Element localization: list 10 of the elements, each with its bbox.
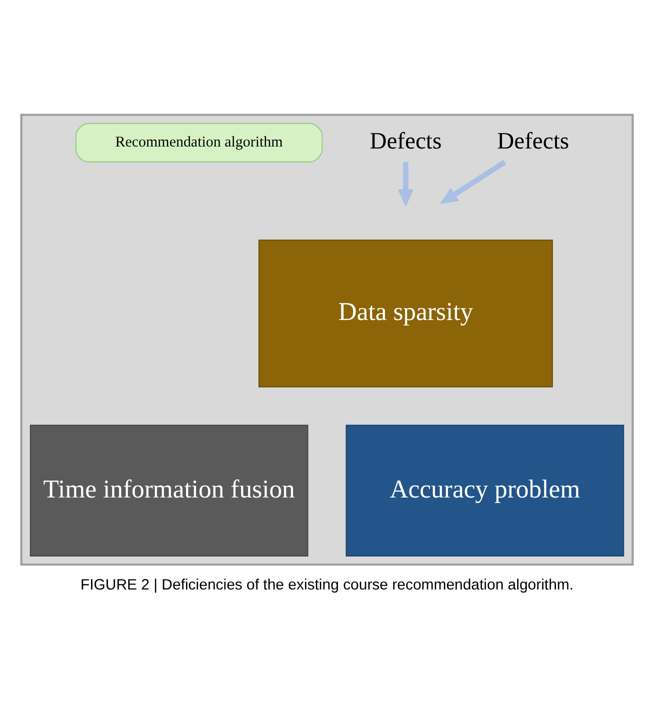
arrow [440, 159, 506, 204]
node-box: Time information fusion [30, 424, 308, 556]
node-box: Data sparsity [258, 239, 553, 387]
node-box: Accuracy problem [346, 424, 624, 556]
cluster [20, 113, 634, 566]
node-text: Defects [497, 128, 570, 154]
arrow [398, 162, 414, 207]
node-text: Defects [370, 128, 442, 154]
node-box: Recommendation algorithm [75, 122, 323, 162]
caption: FIGURE 2 | Deficiencies of the existing course recommendation algorithm. [80, 576, 574, 593]
